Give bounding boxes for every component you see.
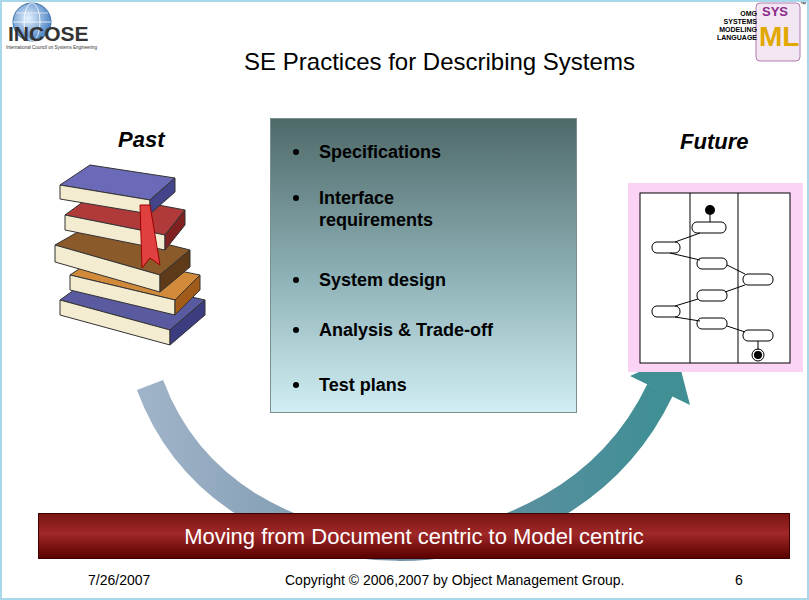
bullet-item: Interface requirements [319, 187, 469, 231]
footer-copyright: Copyright © 2006,2007 by Object Manageme… [285, 573, 625, 588]
bullet-dot [293, 149, 299, 155]
logo-text: SYSTEMS [724, 18, 757, 26]
footer-date: 7/26/2007 [88, 573, 150, 588]
column-heading: Past [118, 128, 164, 152]
logo-text: OMG [740, 10, 757, 18]
logo-text: LANGUAGE [717, 34, 757, 42]
bullet-dot [293, 327, 299, 333]
books-illustration [55, 165, 205, 345]
logo-subtext: International Council on Systems Enginee… [6, 46, 97, 51]
bullet-item: Test plans [319, 374, 559, 396]
column-heading: Future [680, 130, 748, 154]
banner-bar: Moving from Document centric to Model ce… [38, 513, 790, 559]
activity-diagram [628, 183, 803, 372]
bullet-item: Specifications [319, 141, 559, 163]
bullet-item: Analysis & Trade-off [319, 319, 569, 341]
bullet-dot [293, 195, 299, 201]
bullet-item: System design [319, 269, 559, 291]
logo-text: SYS [762, 5, 788, 19]
logo-text: MODELING [719, 26, 757, 34]
logo-text: ML [759, 22, 799, 53]
banner-text: Moving from Document centric to Model ce… [39, 514, 789, 560]
bullet-dot [293, 277, 299, 283]
logo-text: INCOSE [8, 22, 89, 45]
bullet-dot [293, 382, 299, 388]
practices-box: SpecificationsInterface requirementsSyst… [270, 118, 577, 413]
page-number: 6 [735, 573, 743, 588]
trademark: ™ [800, 1, 806, 8]
sysml-logo [756, 3, 800, 61]
slide-title: SE Practices for Describing Systems [0, 48, 809, 76]
